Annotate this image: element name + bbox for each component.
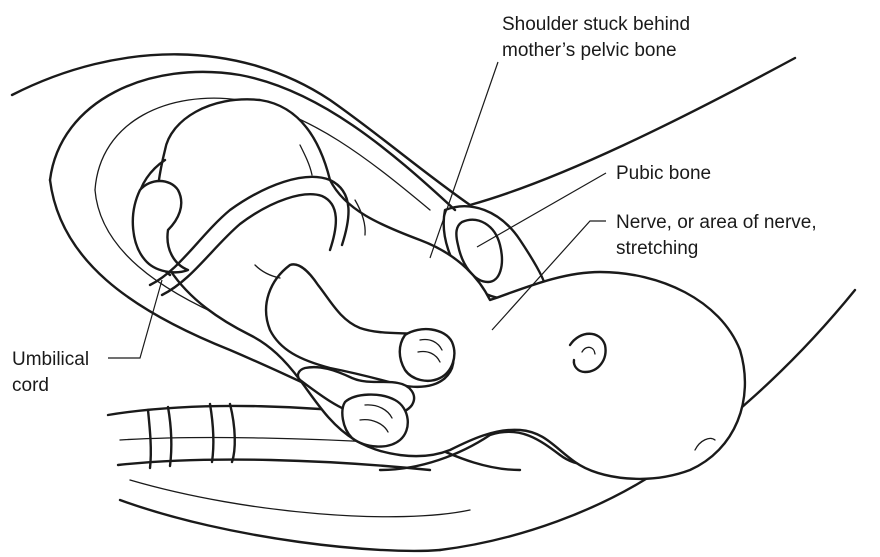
label-cord-line1: Umbilical [12, 349, 89, 370]
label-shoulder-line2: mother’s pelvic bone [502, 40, 677, 61]
label-cord-line2: cord [12, 375, 49, 396]
label-shoulder-line1: Shoulder stuck behind [502, 14, 690, 35]
leader-pubic [477, 173, 606, 247]
baby [133, 99, 745, 478]
label-nerve-line2: stretching [616, 238, 698, 259]
label-pubic-bone: Pubic bone [616, 163, 711, 184]
label-nerve-line1: Nerve, or area of nerve, [616, 212, 817, 233]
leader-cord [108, 280, 162, 358]
leader-shoulder [430, 62, 498, 258]
